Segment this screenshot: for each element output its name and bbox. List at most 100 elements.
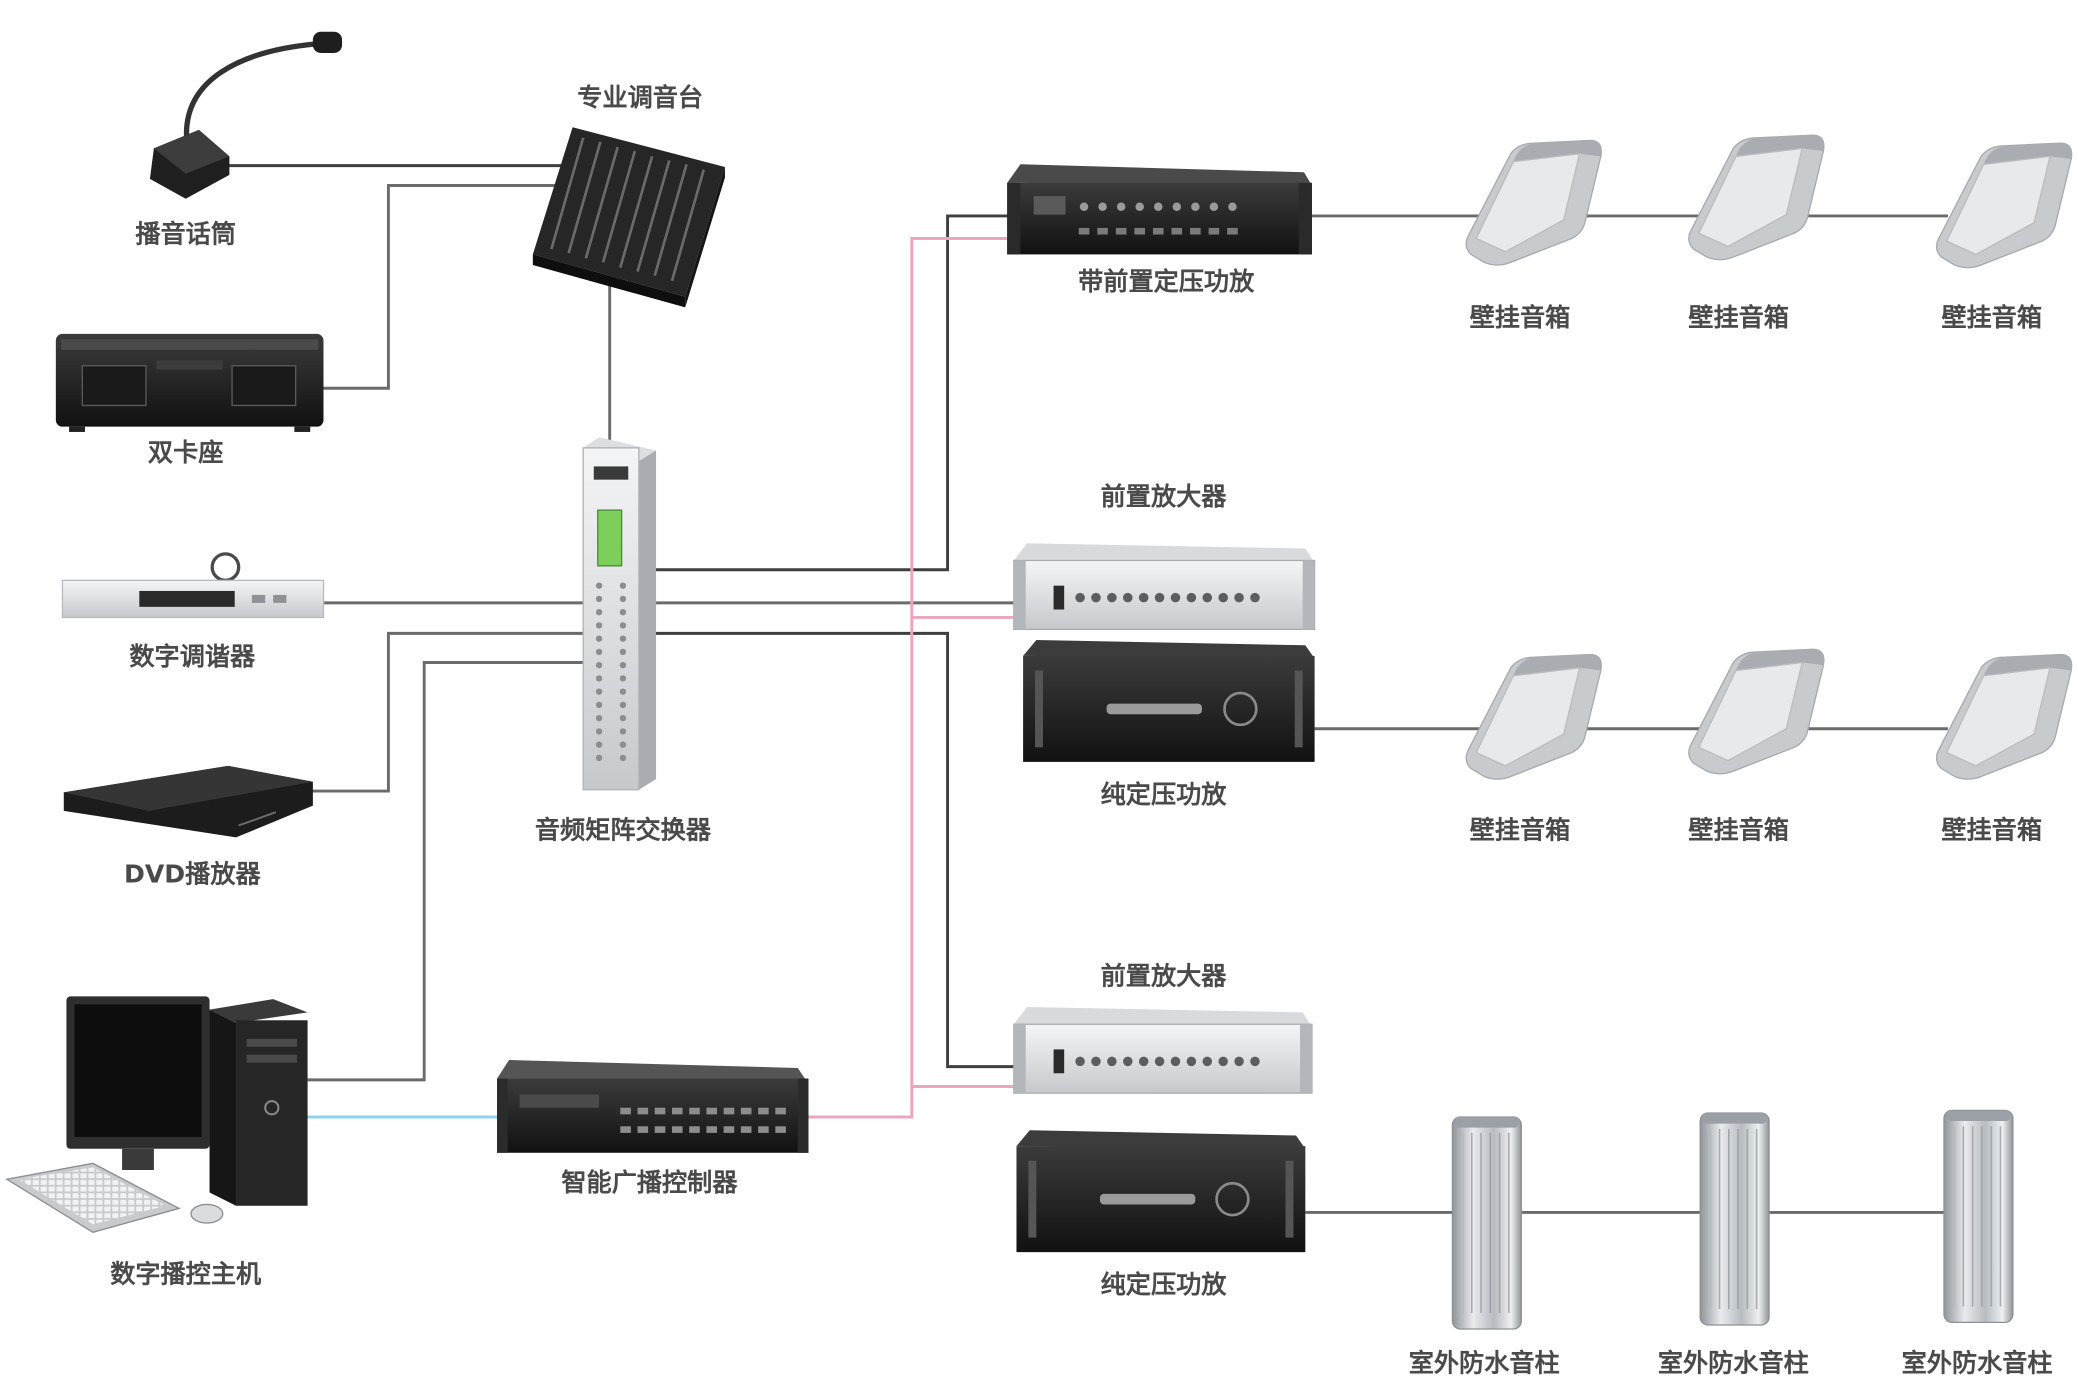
controller-button xyxy=(654,1107,666,1115)
preamp-knob xyxy=(1107,592,1117,603)
monitor-stand xyxy=(122,1148,154,1170)
wall-speakers-row-2 xyxy=(1465,648,2073,780)
controller-button xyxy=(654,1126,666,1133)
tower-left xyxy=(209,1009,237,1206)
wall-speaker-icon xyxy=(1465,139,1602,266)
matrix-button xyxy=(595,622,603,629)
controller-button xyxy=(723,1126,735,1133)
matrix-button xyxy=(595,648,603,656)
amp-top-ear xyxy=(1298,182,1312,255)
preamp-amplifier-icon xyxy=(1007,164,1312,255)
pure-amp-2-logo xyxy=(1099,1193,1196,1205)
matrix-to-amp-top-line xyxy=(654,214,1010,572)
matrix-button xyxy=(619,675,627,682)
controller-button xyxy=(740,1107,752,1115)
controller-button xyxy=(706,1107,718,1115)
preamp-knob xyxy=(1075,592,1085,603)
cassette-top-strip xyxy=(61,339,319,350)
preamp-knob xyxy=(1234,1056,1244,1067)
fader xyxy=(636,159,671,272)
wall-speaker-label: 壁挂音箱 xyxy=(1941,816,2042,845)
sound-column-icon xyxy=(1451,1116,1522,1330)
microphone-stem xyxy=(183,41,319,144)
preamp-2-power xyxy=(1053,1049,1065,1074)
matrix-badge xyxy=(593,466,629,480)
fader xyxy=(550,137,585,250)
dvd-player-icon xyxy=(63,765,313,838)
mixer-front xyxy=(532,254,686,308)
amp-knob xyxy=(1116,202,1126,211)
matrix-button xyxy=(619,582,627,589)
matrix-front xyxy=(582,447,640,791)
power-amplifier-icon xyxy=(1016,1130,1306,1253)
preamp-knob xyxy=(1218,1056,1228,1067)
fader xyxy=(601,150,637,263)
matrix-button xyxy=(595,688,603,695)
amp-knob xyxy=(1209,202,1219,211)
controller-button xyxy=(758,1126,769,1133)
controller-front xyxy=(497,1078,809,1153)
pure-amp-2-handle xyxy=(1028,1160,1037,1238)
matrix-button xyxy=(619,595,627,603)
pure-amp-1-logo xyxy=(1106,703,1202,715)
amp-knob xyxy=(1191,202,1200,211)
matrix-label: 音频矩阵交换器 xyxy=(535,816,712,845)
tower-drive-bay xyxy=(246,1054,297,1063)
speaker-face xyxy=(1697,147,1804,248)
cassette-foot xyxy=(294,426,311,432)
wall-speaker-label: 壁挂音箱 xyxy=(1688,816,1789,845)
tuner-display xyxy=(139,590,235,607)
preamp-knob xyxy=(1154,592,1165,603)
pure-amp-2-knob xyxy=(1215,1181,1250,1217)
matrix-button xyxy=(619,741,627,748)
fader xyxy=(619,155,654,269)
microphone-label: 播音话筒 xyxy=(135,219,236,248)
speaker-top xyxy=(1735,649,1824,671)
cassette-to-mixer-line xyxy=(322,184,573,390)
preamp-knob xyxy=(1234,592,1244,603)
amp-knob xyxy=(1135,202,1144,211)
preamp-knob xyxy=(1202,592,1213,603)
controller-label: 智能广播控制器 xyxy=(561,1168,738,1197)
wall-speaker-label: 壁挂音箱 xyxy=(1688,303,1789,332)
matrix-button xyxy=(619,622,627,629)
controller-button xyxy=(671,1107,683,1115)
matrix-buttons xyxy=(595,582,627,762)
amp-knob xyxy=(1098,202,1107,211)
matrix-button xyxy=(619,754,627,762)
preamplifier-icon xyxy=(1013,1007,1313,1094)
column-cap xyxy=(1946,1110,2011,1121)
sound-column-label: 室外防水音柱 xyxy=(1409,1348,1560,1377)
preamp-1-ear xyxy=(1302,560,1315,630)
speaker-top xyxy=(1735,135,1824,157)
controller-button xyxy=(775,1107,786,1115)
monitor-screen xyxy=(74,1004,202,1137)
pc-label: 数字播控主机 xyxy=(110,1260,262,1289)
matrix-button xyxy=(619,635,627,642)
amp-top-display xyxy=(1033,196,1066,215)
mixing-console-icon xyxy=(532,127,725,308)
wall-speaker-label: 壁挂音箱 xyxy=(1941,303,2042,332)
wall-speaker-icon xyxy=(1465,653,1602,780)
sound-column-icon xyxy=(1699,1112,1770,1326)
matrix-button xyxy=(619,661,627,669)
wall-speakers-row-1 xyxy=(1465,134,2073,269)
amp-switch xyxy=(1171,227,1183,235)
matrix-button xyxy=(595,635,603,642)
matrix-button xyxy=(619,608,627,616)
dvd-to-matrix-line xyxy=(310,631,586,793)
preamp-1-top xyxy=(1013,543,1315,564)
broadcast-controller-icon xyxy=(497,1060,809,1153)
controller-control-line xyxy=(808,237,1010,1119)
amp-switch xyxy=(1078,227,1090,235)
column-grille xyxy=(1463,1132,1514,1314)
controller-buttons xyxy=(620,1107,786,1133)
matrix-button xyxy=(595,661,603,669)
matrix-button xyxy=(595,582,603,589)
preamp-2-ear xyxy=(1300,1024,1312,1094)
fader xyxy=(670,169,706,282)
matrix-to-preamp-2-line xyxy=(654,631,1017,1069)
matrix-button xyxy=(619,728,627,735)
cassette-window-left xyxy=(81,365,147,407)
matrix-button xyxy=(595,701,603,709)
